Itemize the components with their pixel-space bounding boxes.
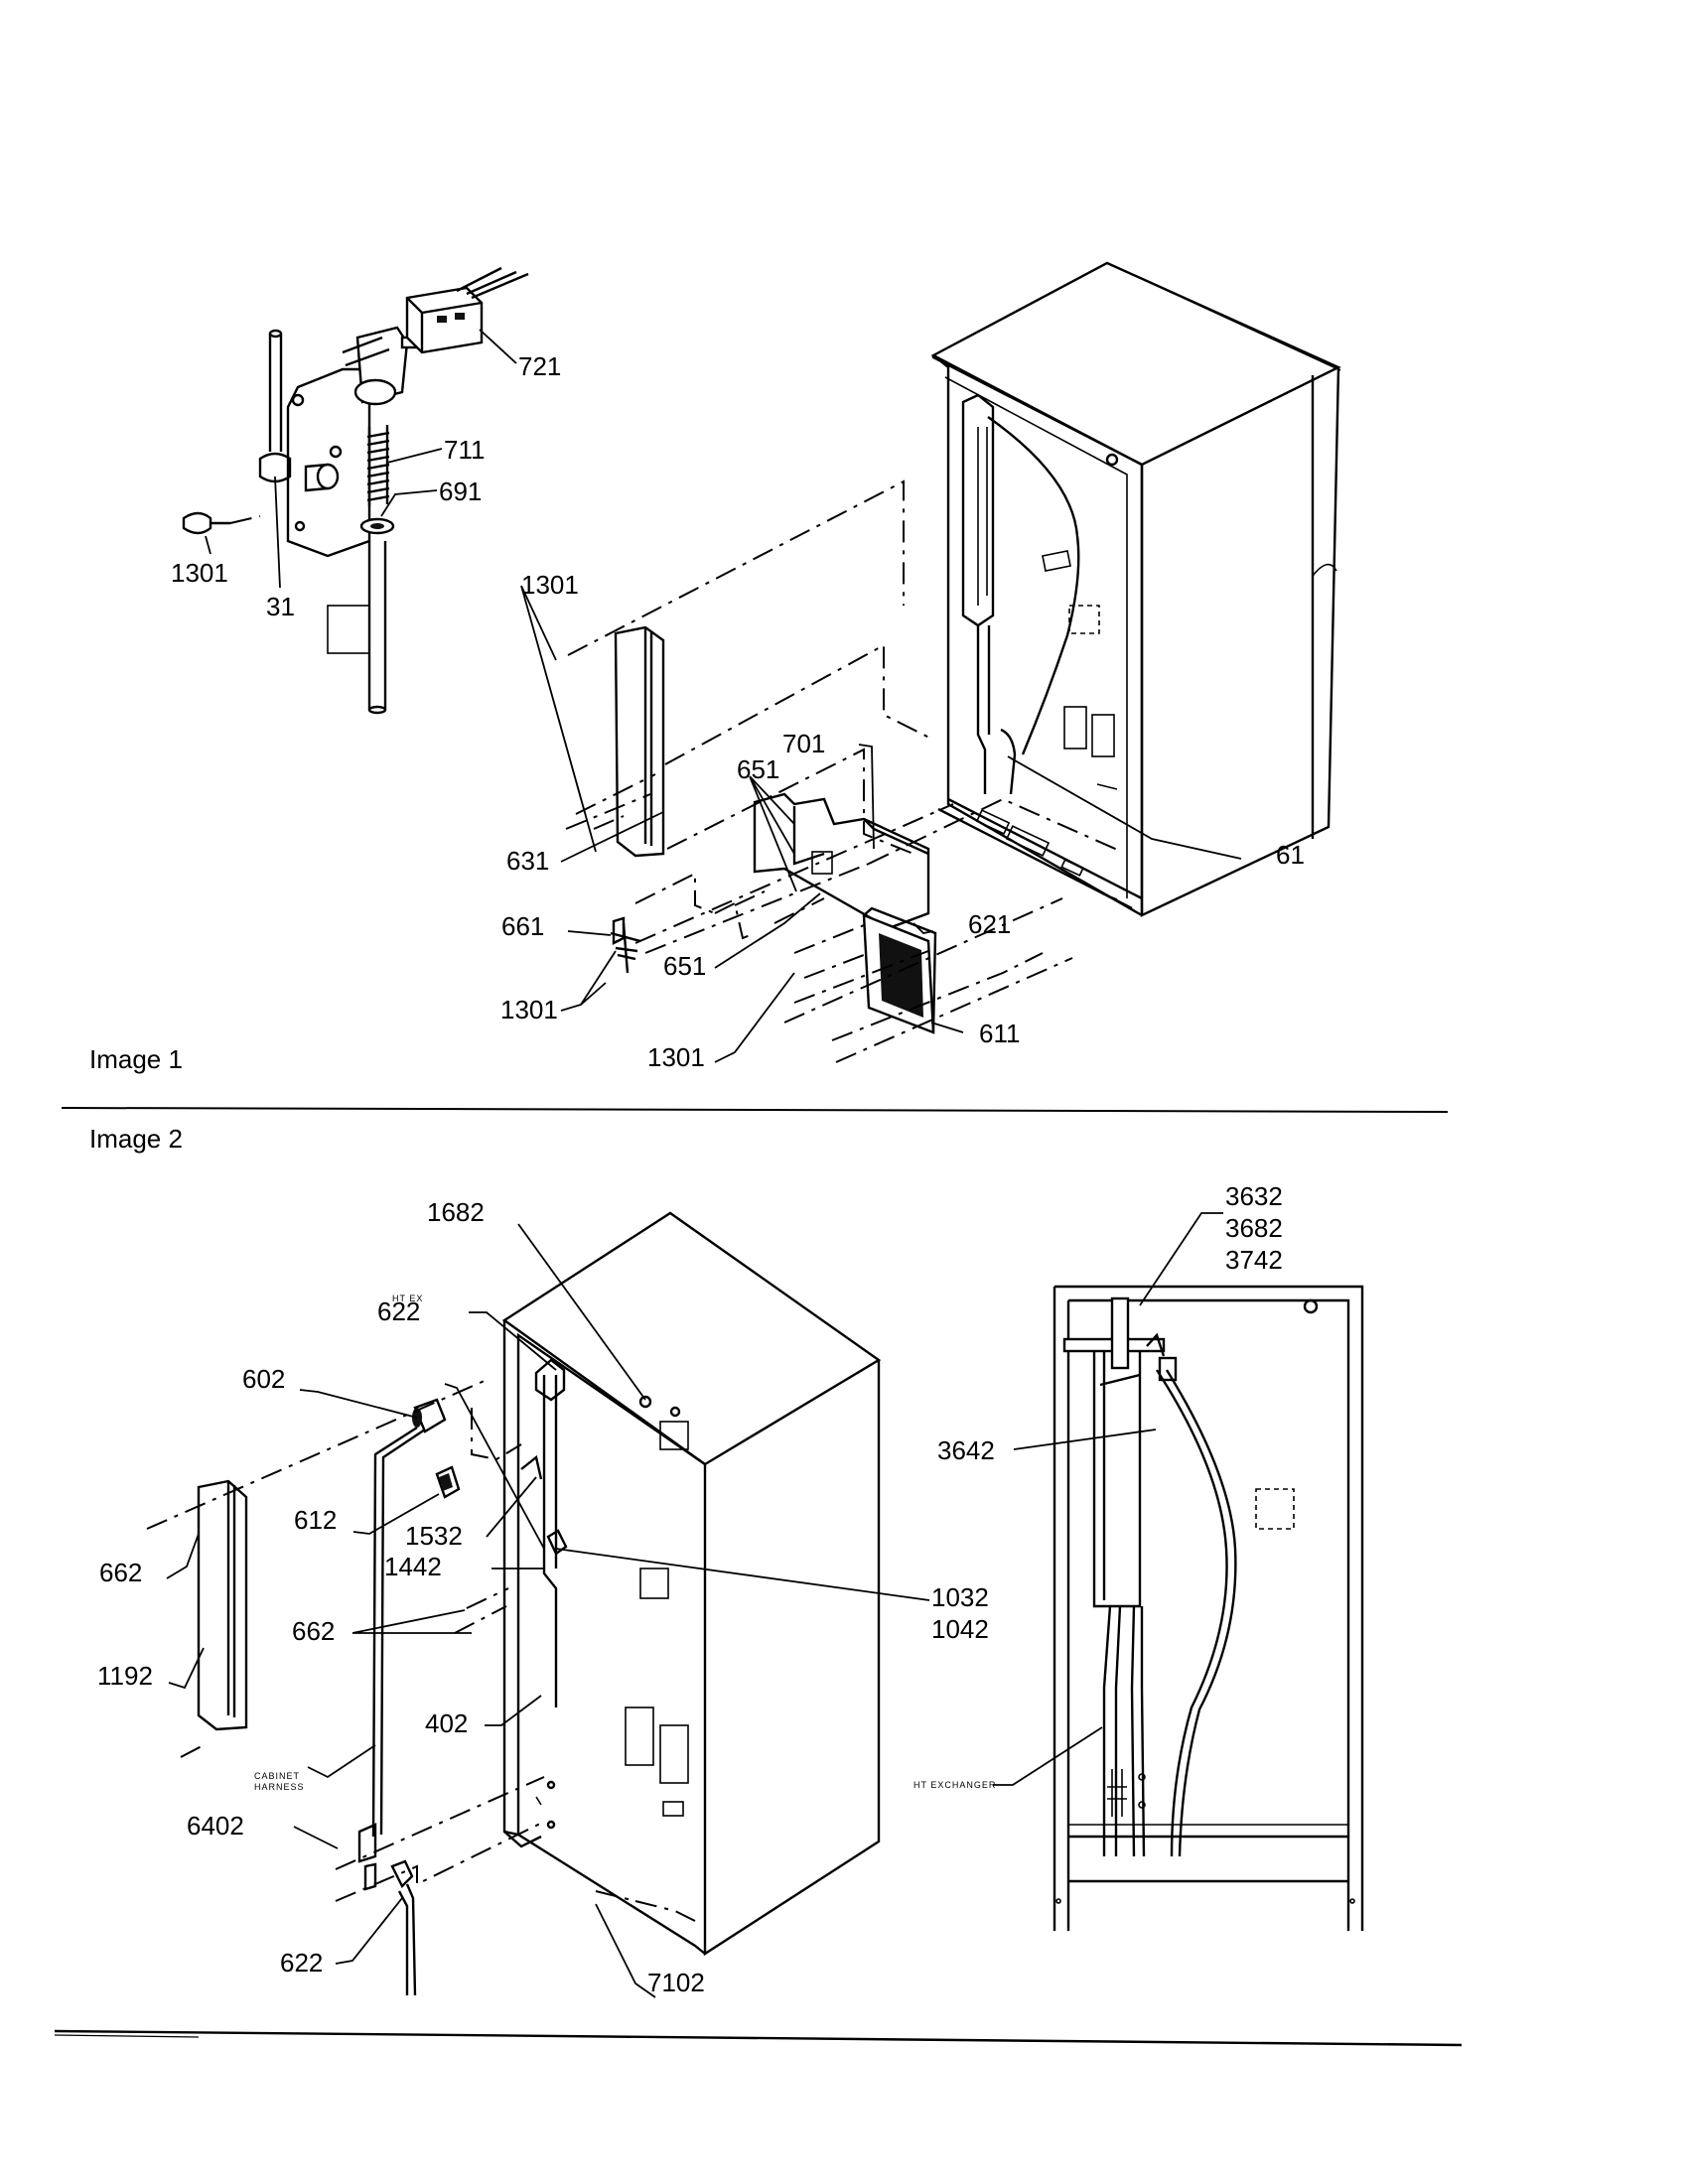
label-1301-panel: 1301	[521, 570, 579, 600]
label-612: 612	[294, 1505, 337, 1535]
heat-exchanger-view	[1052, 1285, 1364, 1931]
label-31: 31	[266, 592, 295, 621]
label-3642: 3642	[937, 1435, 995, 1465]
label-622-bottom: 622	[280, 1948, 323, 1978]
leaders-1	[205, 329, 1242, 1063]
label-622-top: 622	[377, 1297, 420, 1326]
label-662-left: 662	[99, 1558, 142, 1587]
label-1442: 1442	[384, 1552, 442, 1581]
image-2-title: Image 2	[89, 1124, 183, 1154]
label-402: 402	[425, 1708, 468, 1738]
valve-assembly	[182, 266, 529, 715]
label-611: 611	[979, 1019, 1020, 1048]
label-3682: 3682	[1225, 1213, 1283, 1243]
label-1042: 1042	[931, 1614, 989, 1644]
label-621: 621	[968, 909, 1011, 939]
label-691: 691	[439, 477, 482, 506]
label-ht-exchanger: HT EXCHANGER	[913, 1780, 996, 1790]
grille-611	[862, 906, 937, 1034]
label-661: 661	[501, 911, 544, 941]
label-3742: 3742	[1225, 1245, 1283, 1275]
bottom-rule-accent	[54, 2034, 200, 2038]
label-7102: 7102	[647, 1968, 705, 1997]
label-1192: 1192	[97, 1661, 153, 1691]
bottom-rule	[54, 2029, 1463, 2047]
part-661	[610, 916, 641, 974]
label-1301-thermistor: 1301	[500, 995, 558, 1024]
refrigerator-rear-2	[501, 1211, 882, 1957]
cover-621	[753, 792, 930, 930]
label-651-top: 651	[737, 754, 779, 784]
label-cabinet: CABINET	[254, 1771, 300, 1781]
label-651-bottom: 651	[663, 951, 706, 981]
label-631: 631	[506, 846, 549, 876]
dashed-lines-1	[565, 479, 1123, 1063]
refrigerator-rear-1	[930, 261, 1341, 917]
label-1532: 1532	[405, 1521, 463, 1551]
image-1-title: Image 1	[89, 1044, 183, 1074]
image-1-group: 721 711 691 1301 31 1301 701 651 61 631 …	[89, 261, 1341, 1074]
label-602: 602	[242, 1364, 285, 1394]
label-1032: 1032	[931, 1582, 989, 1612]
label-721: 721	[518, 351, 561, 381]
leaders-2	[166, 1212, 1223, 1998]
label-harness: HARNESS	[254, 1782, 305, 1792]
dashed-lines-2	[146, 1379, 696, 1922]
label-3632: 3632	[1225, 1181, 1283, 1211]
panel-631	[614, 625, 665, 858]
label-711: 711	[444, 435, 485, 465]
label-1682: 1682	[427, 1197, 485, 1227]
label-701: 701	[782, 729, 825, 758]
image-2-group: Image 2	[89, 1124, 1364, 1998]
label-6402: 6402	[187, 1811, 244, 1841]
panel-1192	[197, 1479, 248, 1731]
label-ht-ex: HT EX	[392, 1294, 423, 1303]
cabinet-harness	[357, 1398, 461, 1996]
label-1301-grille: 1301	[647, 1042, 705, 1072]
label-1301-screw: 1301	[171, 558, 228, 588]
label-61: 61	[1276, 840, 1305, 870]
label-662-right: 662	[292, 1616, 335, 1646]
section-divider	[61, 1107, 1449, 1113]
